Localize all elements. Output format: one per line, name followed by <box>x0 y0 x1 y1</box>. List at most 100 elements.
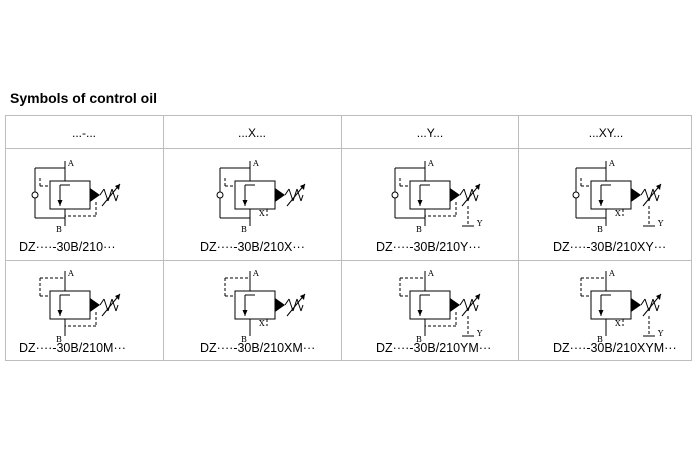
model-code: DZ····-30B/210XM··· <box>200 341 316 355</box>
column-header: ...XY... <box>588 126 624 140</box>
spring-coil <box>475 304 479 312</box>
spring-coil <box>467 298 473 312</box>
hydraulic-valve-symbol: AB <box>31 159 121 234</box>
arrow-head-icon <box>598 310 604 316</box>
adjust-arrow-head-icon <box>475 294 480 300</box>
spring-coil <box>471 188 477 202</box>
hydraulic-valve-symbol: ABX <box>216 159 306 234</box>
spring-coil <box>648 188 654 202</box>
port-b-label: B <box>241 335 247 344</box>
spring-coil <box>115 194 119 202</box>
valve-body <box>409 290 451 320</box>
spring-coil <box>648 298 654 312</box>
column-divider <box>163 116 164 360</box>
port-x-label: X <box>259 319 265 328</box>
spring-coil <box>111 188 117 202</box>
section-title: Symbols of control oil <box>10 90 158 106</box>
column-header: ...-... <box>72 126 96 140</box>
pilot-triangle-icon <box>450 188 460 202</box>
port-b-label: B <box>416 335 422 344</box>
spring-coil <box>111 298 117 312</box>
spring-coil <box>292 298 298 312</box>
arrow-head-icon <box>417 310 423 316</box>
spring-coil <box>656 304 660 312</box>
port-y-label: Y <box>657 329 664 338</box>
port-b-label: B <box>56 335 62 344</box>
check-valve-icon <box>572 191 580 199</box>
port-b-label: B <box>241 225 247 234</box>
adjust-arrow-head-icon <box>300 294 305 300</box>
spring-coil <box>300 194 304 202</box>
port-y-label: Y <box>476 219 483 228</box>
spring-coil <box>99 298 105 306</box>
spring-coil <box>296 188 302 202</box>
model-code: DZ····-30B/210XYM··· <box>553 341 677 355</box>
spring-coil <box>471 298 477 312</box>
spring-coil <box>467 188 473 202</box>
pilot-triangle-icon <box>275 188 285 202</box>
adjust-arrow-head-icon <box>656 294 661 300</box>
valve-body <box>49 290 91 320</box>
port-b-label: B <box>597 225 603 234</box>
spring-coil <box>459 188 465 196</box>
hydraulic-valve-symbol: AB <box>39 269 121 344</box>
adjust-arrow-head-icon <box>475 184 480 190</box>
port-x-label: X <box>615 209 621 218</box>
hydraulic-valve-symbol: A B X <box>224 269 306 344</box>
model-code: DZ····-30B/210YM··· <box>376 341 492 355</box>
port-y-label: Y <box>657 219 664 228</box>
port-y-label: Y <box>476 329 483 338</box>
valve-body <box>409 180 451 210</box>
column-header: ...Y... <box>416 126 444 140</box>
port-a-label: A <box>608 269 615 278</box>
spring-coil <box>459 298 465 306</box>
column-header: ...X... <box>237 126 266 140</box>
port-a-label: A <box>252 269 259 278</box>
adjust-arrow-head-icon <box>656 184 661 190</box>
port-b-label: B <box>56 225 62 234</box>
arrow-head-icon <box>242 200 248 206</box>
adjust-arrow-head-icon <box>115 294 120 300</box>
check-valve-icon <box>31 191 39 199</box>
model-code: DZ····-30B/210··· <box>19 240 116 254</box>
arrow-head-icon <box>57 200 63 206</box>
hydraulic-valve-symbol: ABY <box>391 159 483 234</box>
port-x-label: X <box>615 319 621 328</box>
check-valve-icon <box>391 191 399 199</box>
port-a-label: A <box>67 159 74 168</box>
model-code: DZ····-30B/210XY··· <box>553 240 667 254</box>
spring-coil <box>284 188 290 196</box>
spring-coil <box>640 188 646 196</box>
spring-coil <box>107 188 113 202</box>
arrow-head-icon <box>57 310 63 316</box>
table-border-right <box>691 116 692 360</box>
pilot-triangle-icon <box>275 298 285 312</box>
spring-coil <box>656 194 660 202</box>
spring-coil <box>107 298 113 312</box>
valve-body <box>49 180 91 210</box>
column-divider <box>518 116 519 360</box>
adjust-arrow-head-icon <box>115 184 120 190</box>
column-divider <box>341 116 342 360</box>
port-a-label: A <box>67 269 74 278</box>
port-a-label: A <box>427 159 434 168</box>
table-border-left <box>5 116 6 360</box>
model-code: DZ····-30B/210M··· <box>19 341 126 355</box>
pilot-triangle-icon <box>90 298 100 312</box>
spring-coil <box>652 298 658 312</box>
port-x-label: X <box>259 209 265 218</box>
pilot-triangle-icon <box>631 298 641 312</box>
spring-coil <box>640 298 646 306</box>
arrow-head-icon <box>598 200 604 206</box>
header-divider <box>5 148 692 149</box>
model-code: DZ····-30B/210X··· <box>200 240 305 254</box>
spring-coil <box>99 188 105 196</box>
spring-coil <box>652 188 658 202</box>
row-divider <box>5 260 692 261</box>
spring-coil <box>292 188 298 202</box>
port-a-label: A <box>427 269 434 278</box>
arrow-head-icon <box>242 310 248 316</box>
